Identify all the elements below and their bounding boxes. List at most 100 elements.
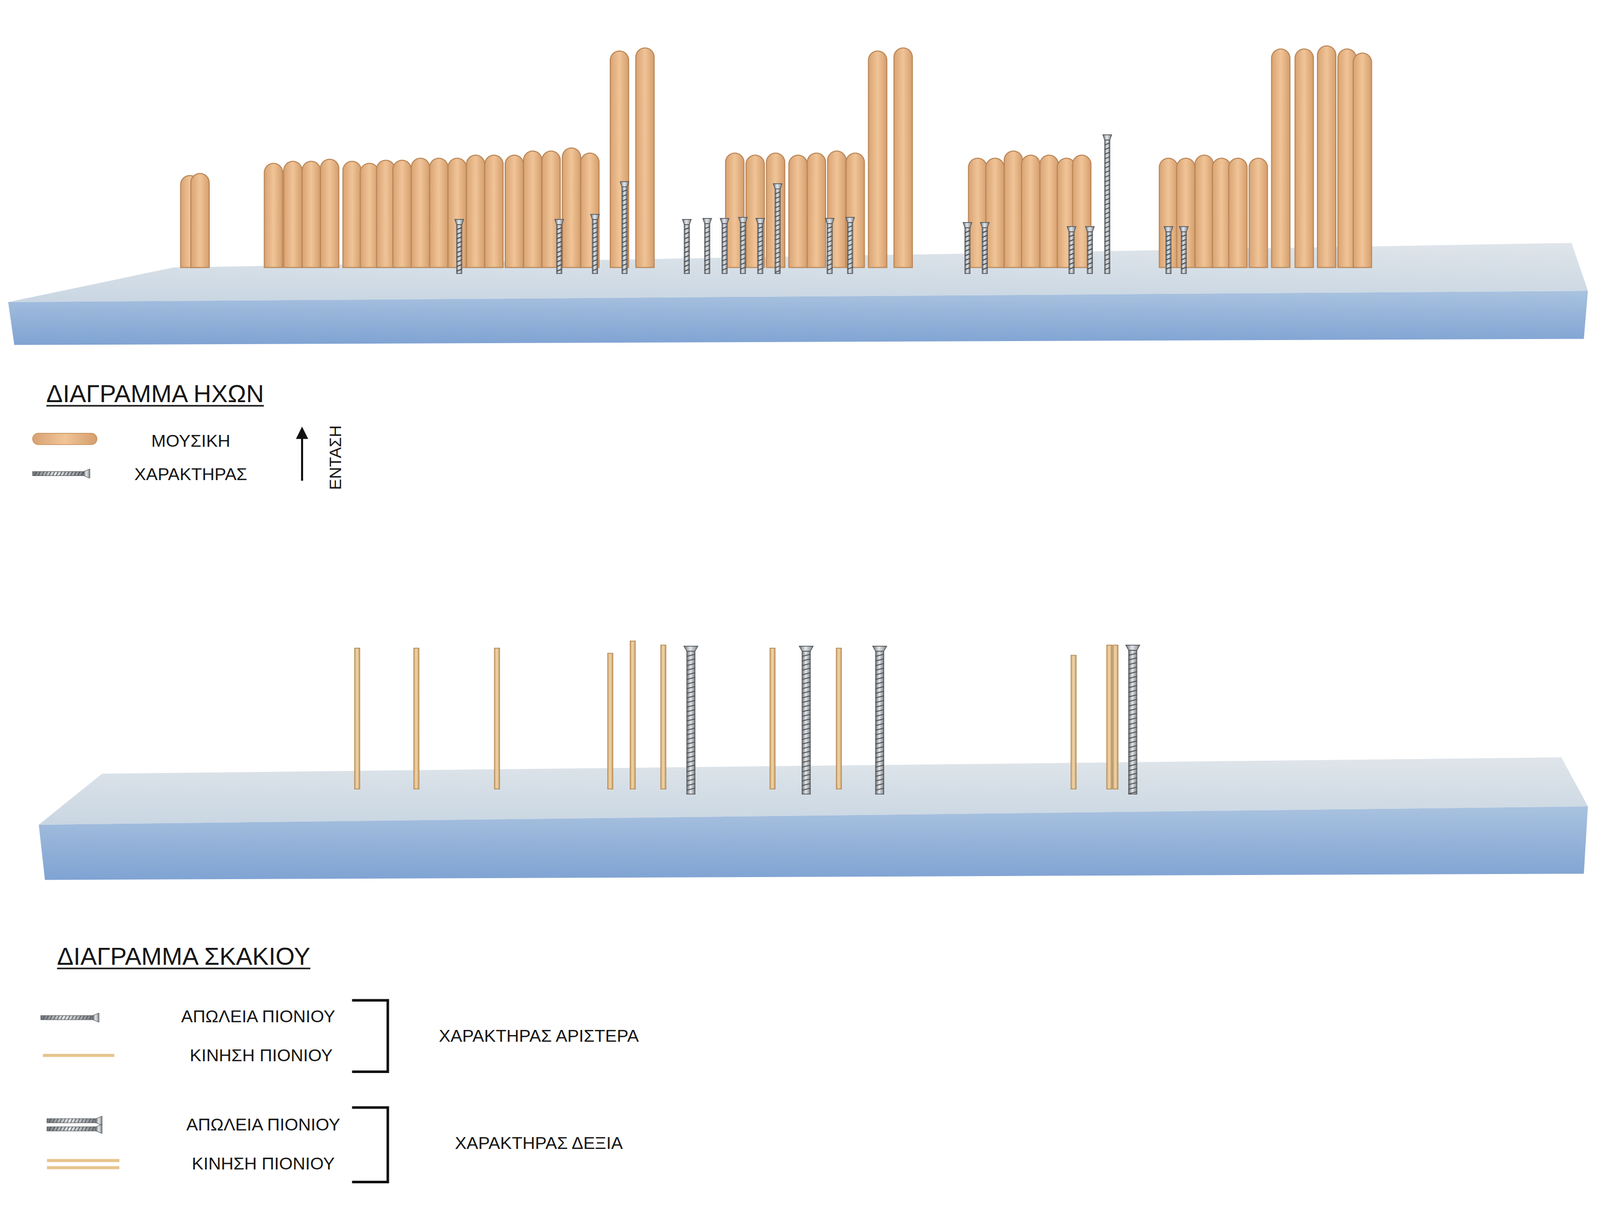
screw-thread bbox=[965, 267, 971, 270]
screw-thread bbox=[1128, 704, 1137, 707]
screw-thread bbox=[722, 254, 728, 257]
group-label: ΧΑΡΑΚΤΗΡΑΣ ΑΡΙΣΤΕΡΑ bbox=[438, 1026, 639, 1046]
screw-thread bbox=[86, 1015, 89, 1020]
screw-thread bbox=[847, 239, 853, 242]
screw-thread bbox=[456, 246, 463, 249]
screw-thread bbox=[63, 471, 66, 476]
screw-thread bbox=[622, 268, 628, 271]
screw-thread bbox=[704, 226, 710, 229]
screw-head bbox=[682, 219, 692, 225]
screw-shaft bbox=[740, 222, 746, 274]
screw-thread bbox=[1104, 175, 1110, 178]
screw-thread bbox=[77, 1118, 80, 1123]
screw-thread bbox=[52, 471, 55, 476]
screw-thread bbox=[802, 700, 811, 703]
screw-thread bbox=[622, 249, 628, 252]
screw-thread bbox=[622, 198, 628, 202]
screw-thread bbox=[77, 1126, 80, 1131]
arrow-head bbox=[295, 426, 309, 439]
screw-thread bbox=[757, 245, 764, 248]
screw-thread bbox=[982, 230, 988, 233]
screw-thread bbox=[802, 760, 811, 763]
screw-thread bbox=[456, 269, 463, 272]
screw-thread bbox=[875, 732, 884, 735]
screw-thread bbox=[1128, 653, 1137, 656]
screw-head bbox=[684, 646, 698, 652]
screw-thread bbox=[722, 263, 728, 266]
screw-head bbox=[773, 183, 783, 189]
screw-thread bbox=[1087, 253, 1093, 256]
screw-thread bbox=[757, 226, 764, 229]
screw-thread bbox=[1104, 198, 1110, 201]
screw-head bbox=[1067, 226, 1076, 232]
screw-thread bbox=[592, 259, 598, 262]
screw-thread bbox=[740, 253, 746, 256]
screw-thread bbox=[1128, 764, 1137, 767]
bracket bbox=[352, 1000, 389, 1072]
screw-thread bbox=[1181, 267, 1187, 270]
screw-thread bbox=[875, 663, 884, 666]
screw-thread bbox=[774, 251, 780, 254]
screw-thread bbox=[740, 244, 746, 247]
screw-thread bbox=[704, 268, 710, 271]
screw-thread bbox=[77, 471, 80, 476]
screw-thread bbox=[74, 1126, 77, 1131]
screw-thread bbox=[740, 262, 746, 265]
screw-thread bbox=[622, 235, 628, 238]
screw-thread bbox=[1128, 685, 1137, 688]
legend-dowel-sample bbox=[47, 1158, 120, 1163]
screw-thread bbox=[74, 471, 77, 476]
diagram-heading: ΔΙΑΓΡΑΜΜΑ ΗΧΩΝ bbox=[46, 380, 264, 408]
screw-head bbox=[872, 646, 887, 652]
screw-thread bbox=[827, 240, 833, 243]
screw-shaft bbox=[802, 651, 811, 795]
screw-thread bbox=[60, 471, 63, 476]
screw-thread bbox=[686, 746, 695, 749]
screw-thread bbox=[757, 235, 764, 238]
screw-thread bbox=[847, 234, 853, 237]
screw-thread bbox=[1104, 161, 1110, 164]
screw-thread bbox=[802, 672, 811, 675]
screw-thread bbox=[622, 258, 628, 262]
screw-thread bbox=[774, 196, 780, 199]
screw-thread bbox=[592, 245, 598, 248]
screw-thread bbox=[70, 1118, 73, 1123]
screw-shaft bbox=[722, 223, 728, 274]
screw-head bbox=[1085, 226, 1095, 232]
screw-thread bbox=[774, 214, 780, 217]
screw-thread bbox=[556, 260, 563, 263]
screw-thread bbox=[774, 247, 780, 250]
screw-thread bbox=[757, 240, 764, 243]
screw-thread bbox=[982, 249, 988, 252]
popsicle-stick bbox=[807, 152, 826, 268]
screw-thread bbox=[965, 258, 971, 261]
wooden-dowel bbox=[769, 648, 775, 790]
screw-shaft bbox=[875, 651, 884, 795]
screw-thread bbox=[875, 668, 884, 671]
popsicle-stick bbox=[429, 157, 449, 268]
screw-thread bbox=[757, 263, 764, 266]
screw-thread bbox=[827, 235, 833, 238]
screw-head bbox=[95, 1115, 103, 1126]
popsicle-stick bbox=[264, 163, 283, 268]
screw-thread bbox=[827, 226, 833, 229]
screw-thread bbox=[686, 714, 695, 717]
legend-text: ΚΙΝΗΣΗ ΠΙΟΝΙΟΥ bbox=[191, 1153, 335, 1173]
popsicle-stick bbox=[320, 158, 339, 268]
screw-thread bbox=[53, 1015, 56, 1020]
screw-thread bbox=[456, 255, 463, 258]
screw-thread bbox=[1166, 253, 1172, 256]
screw-thread bbox=[875, 765, 884, 768]
screw-thread bbox=[1104, 189, 1110, 192]
screw-thread bbox=[1104, 143, 1110, 146]
legend-screw-sample bbox=[41, 1015, 93, 1020]
screw-thread bbox=[802, 691, 811, 694]
intensity-arrow bbox=[301, 432, 304, 482]
screw-thread bbox=[92, 1126, 95, 1131]
screw-thread bbox=[686, 788, 695, 791]
screw-thread bbox=[1128, 741, 1137, 744]
screw-thread bbox=[757, 231, 764, 234]
screw-thread bbox=[875, 751, 884, 754]
screw-shaft bbox=[592, 219, 598, 274]
screw-thread bbox=[847, 253, 853, 256]
